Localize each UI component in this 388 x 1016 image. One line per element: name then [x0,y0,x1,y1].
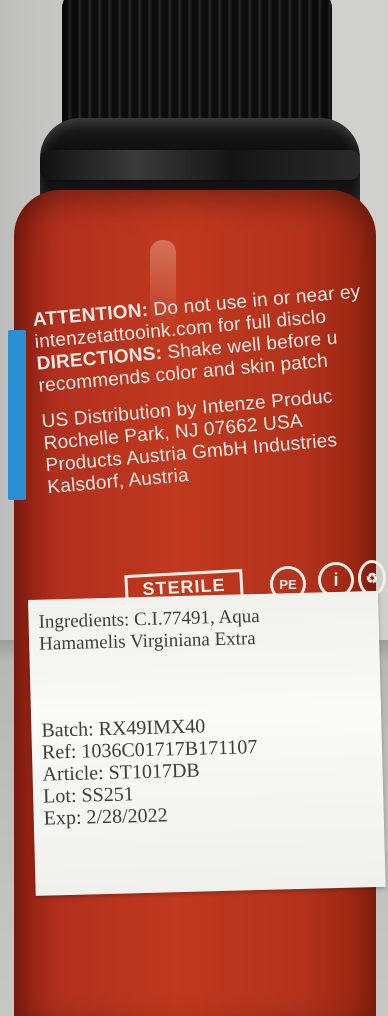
expiry-line: Exp: 2/28/2022 [43,804,168,830]
bottle-cap-band [40,150,360,180]
blue-label-strip [8,330,26,500]
sticker-text: Ingredients: C.I.77491, Aqua Hamamelis V… [38,603,379,830]
lot-info: Batch: RX49IMX40 Ref: 1036C01717B171107 … [41,714,259,830]
bottle-printed-text: ATTENTION: Do not use in or near ey inte… [32,279,388,500]
bottle-highlight [150,240,176,330]
ingredients-sticker: Ingredients: C.I.77491, Aqua Hamamelis V… [28,590,386,896]
